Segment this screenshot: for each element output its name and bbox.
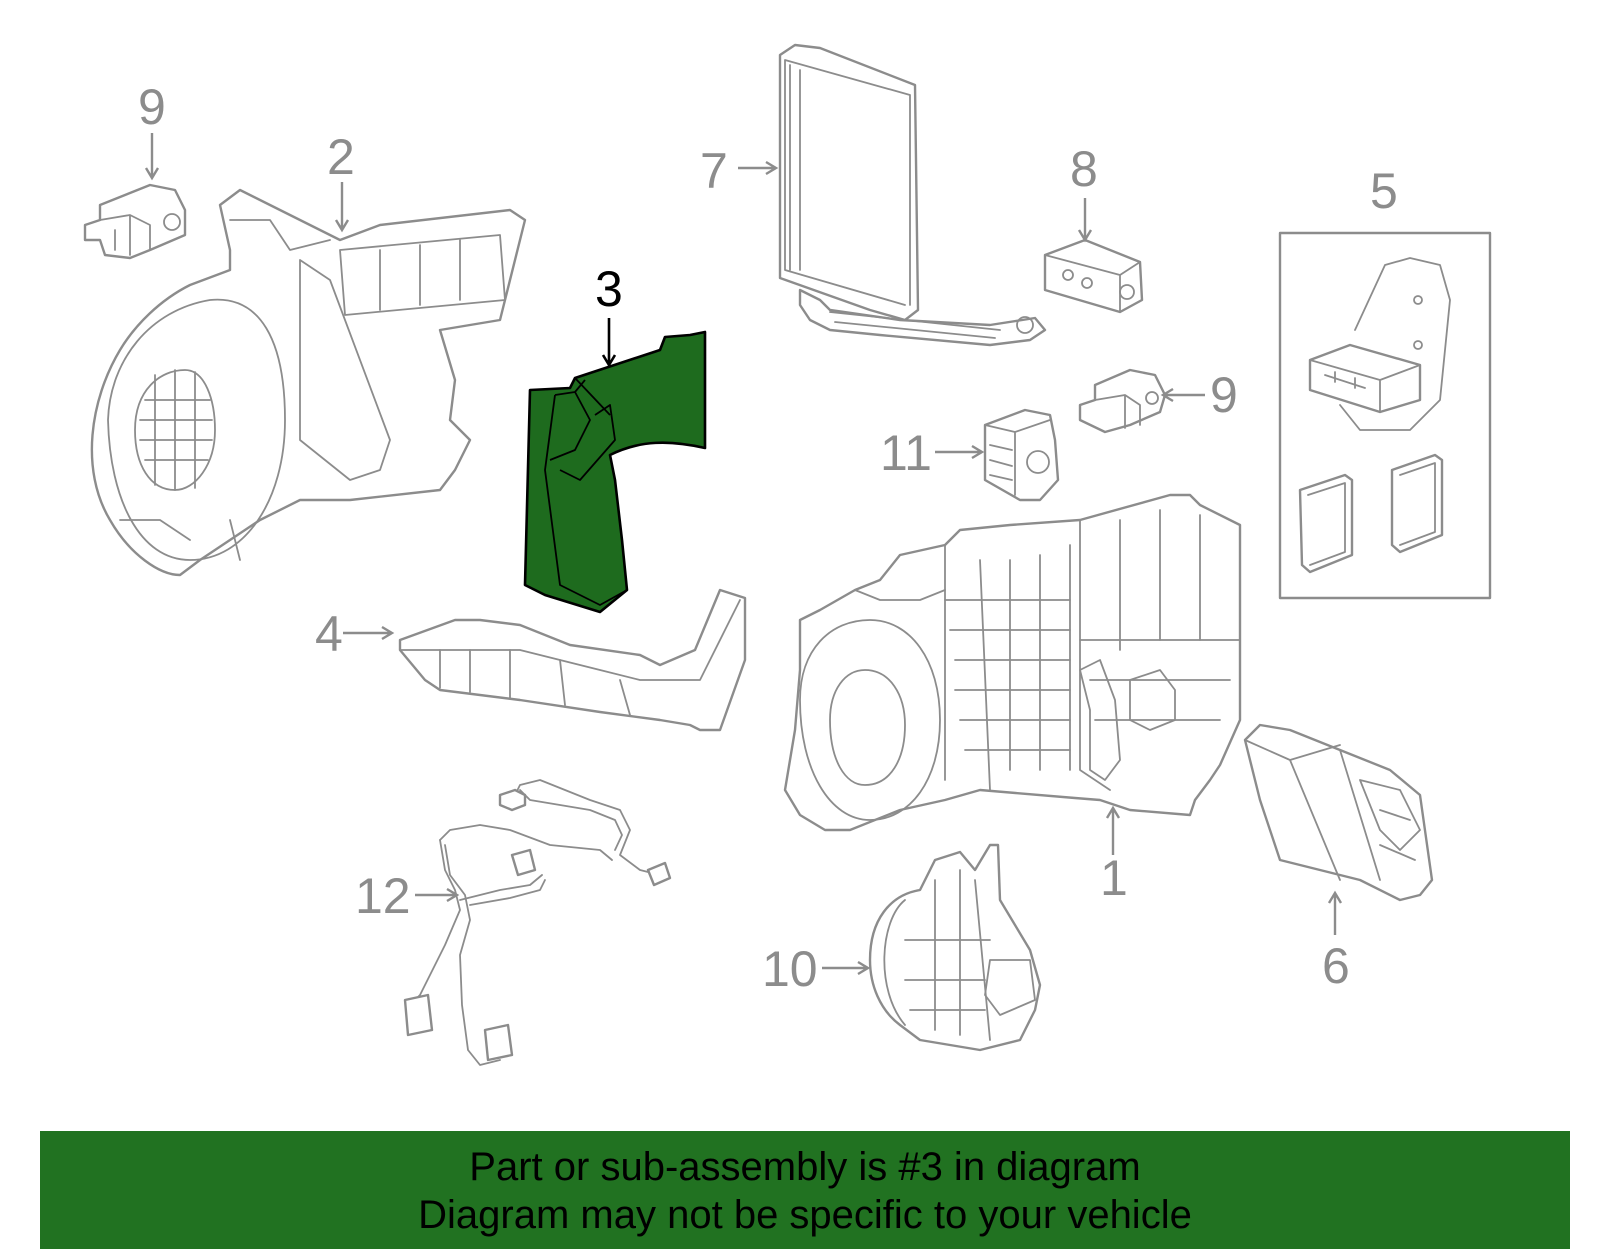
callout-2: 2 — [327, 129, 355, 185]
callout-10: 10 — [762, 941, 818, 997]
part-12-wiring-harness — [403, 779, 672, 1066]
callout-4: 4 — [315, 606, 343, 662]
callout-11: 11 — [880, 425, 932, 481]
part-10-blower-motor — [868, 843, 1042, 1052]
callout-7: 7 — [700, 143, 728, 199]
callout-8: 8 — [1070, 141, 1098, 197]
part-7-evaporator-core — [778, 43, 1047, 347]
part-3-air-duct-highlighted — [523, 330, 707, 614]
callout-1: 1 — [1100, 850, 1128, 906]
part-6-control-module — [1243, 723, 1434, 902]
part-2-blower-housing — [90, 188, 527, 577]
callout-arrows — [144, 133, 1343, 976]
callout-6: 6 — [1322, 938, 1350, 994]
part-4-lower-duct — [398, 588, 747, 732]
callout-5: 5 — [1370, 163, 1398, 219]
info-banner: Part or sub-assembly is #3 in diagram Di… — [40, 1131, 1570, 1249]
part-1-hvac-case — [783, 493, 1242, 832]
part-5-filter-kit — [1278, 231, 1492, 600]
part-9-sensor-right — [1078, 368, 1167, 434]
part-9-sensor-upper — [83, 183, 187, 260]
banner-line-2: Diagram may not be specific to your vehi… — [418, 1193, 1192, 1237]
callout-9-right: 9 — [1210, 367, 1238, 423]
banner-line-1: Part or sub-assembly is #3 in diagram — [469, 1145, 1141, 1189]
callout-3: 3 — [595, 261, 623, 317]
parts-diagram: 9 2 3 4 7 8 5 9 11 1 6 10 12 — [83, 43, 1492, 1066]
callout-12: 12 — [355, 868, 411, 924]
part-8-expansion-valve — [1043, 238, 1144, 314]
callout-9-upper: 9 — [138, 79, 166, 135]
part-11-actuator — [983, 408, 1060, 502]
